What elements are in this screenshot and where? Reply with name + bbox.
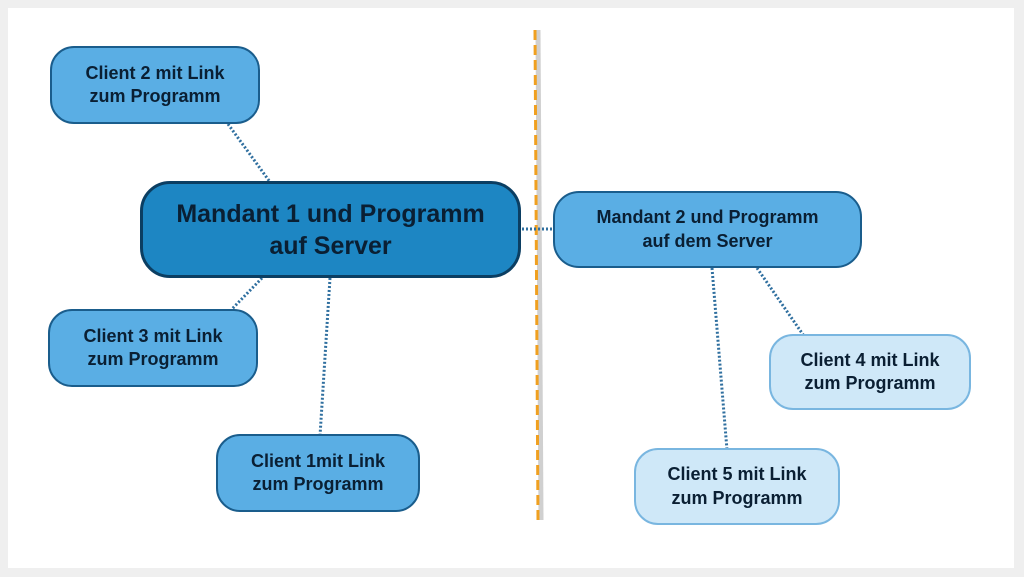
divider-shadow [535, 29, 544, 521]
node-client-5[interactable]: Client 5 mit Link zum Programm [634, 448, 840, 525]
node-client-3-line1: Client 3 mit Link [83, 325, 223, 346]
node-client-4[interactable]: Client 4 mit Link zum Programm [769, 334, 971, 410]
node-client-4-line1: Client 4 mit Link [800, 349, 940, 370]
node-mandant-2-line2: auf dem Server [642, 230, 773, 251]
node-client-1[interactable]: Client 1mit Link zum Programm [216, 434, 420, 512]
node-client-3[interactable]: Client 3 mit Link zum Programm [48, 309, 258, 387]
node-client-2-line2: zum Programm [89, 86, 221, 106]
node-client-3-line2: zum Programm [87, 349, 219, 369]
connector-mandant2-client4 [755, 267, 806, 337]
node-client-1-line1: Client 1mit Link [250, 450, 385, 471]
node-mandant-1-line1: Mandant 1 und Programm [176, 199, 485, 228]
connector-mandant1-client2 [226, 123, 272, 183]
connector-mandant1-client3 [230, 276, 264, 311]
node-client-1-line2: zum Programm [252, 474, 384, 494]
node-client-2-line1: Client 2 mit Link [85, 62, 225, 83]
node-client-5-line2: zum Programm [671, 487, 803, 508]
node-client-4-line2: zum Programm [804, 373, 936, 393]
node-mandant-1-line2: auf Server [269, 231, 392, 260]
node-mandant-2[interactable]: Mandant 2 und Programm auf dem Server [553, 191, 862, 268]
node-mandant-2-line1: Mandant 2 und Programm [596, 207, 819, 228]
node-client-5-line1: Client 5 mit Link [667, 464, 807, 485]
divider-line [533, 29, 540, 521]
node-mandant-1[interactable]: Mandant 1 und Programm auf Server [140, 181, 521, 278]
connector-mandant2-client5 [710, 267, 729, 451]
connector-mandant1-client1 [318, 277, 332, 437]
node-client-2[interactable]: Client 2 mit Link zum Programm [50, 46, 260, 124]
